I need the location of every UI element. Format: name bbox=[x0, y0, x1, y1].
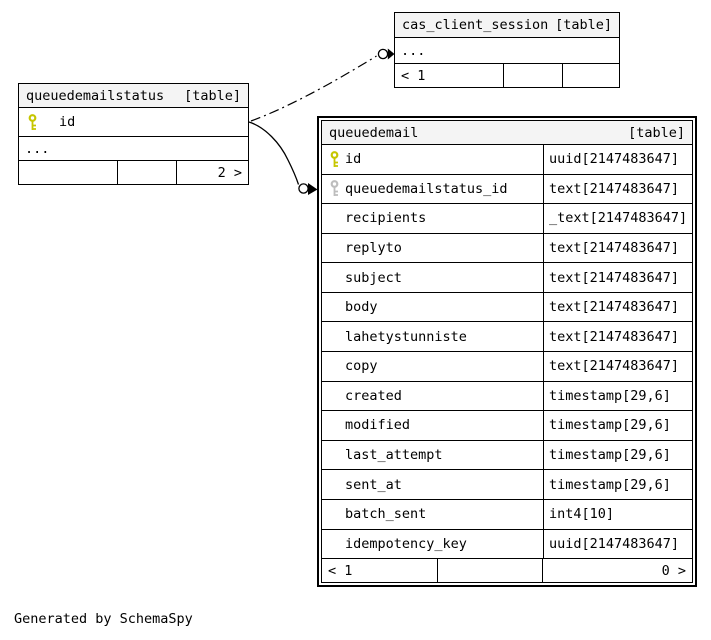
column-name-cell: subject bbox=[322, 263, 544, 292]
table-name: queuedemail bbox=[329, 124, 419, 141]
column-type: timestamp[29,6] bbox=[549, 476, 671, 493]
primary-key-icon bbox=[28, 113, 50, 131]
column-name-cell: queuedemailstatus_id bbox=[322, 174, 544, 204]
table-row[interactable]: sent_at timestamp[29,6] bbox=[322, 470, 692, 500]
column-type: text[2147483647] bbox=[549, 269, 680, 286]
column-type: timestamp[29,6] bbox=[549, 387, 671, 404]
column-type: _text[2147483647] bbox=[549, 210, 688, 227]
column-name-cell: replyto bbox=[322, 233, 544, 263]
table-row[interactable]: copy text[2147483647] bbox=[322, 352, 692, 382]
table-header[interactable]: cas_client_session [table] bbox=[395, 13, 619, 38]
table-header[interactable]: queuedemailstatus [table] bbox=[19, 84, 248, 108]
column-name: queuedemailstatus_id bbox=[345, 180, 508, 197]
ellipsis-label: ... bbox=[401, 42, 426, 59]
table-cas-client-session[interactable]: cas_client_session [table] ... < 1 bbox=[394, 12, 620, 88]
column-name: body bbox=[345, 299, 378, 316]
connector-implied-dashdot bbox=[250, 55, 377, 122]
column-type: timestamp[29,6] bbox=[549, 417, 671, 434]
column-name: id bbox=[59, 114, 76, 130]
footer-parents-cell bbox=[19, 161, 118, 184]
column-type: uuid[2147483647] bbox=[549, 151, 680, 168]
footer-children-cell: 2 > bbox=[217, 164, 242, 181]
table-row[interactable]: replyto text[2147483647] bbox=[322, 233, 692, 264]
column-type: uuid[2147483647] bbox=[549, 535, 680, 552]
footer-middle-cell bbox=[504, 64, 563, 87]
table-footer: < 1 bbox=[395, 64, 619, 87]
column-name: replyto bbox=[345, 240, 402, 257]
column-type: text[2147483647] bbox=[549, 358, 680, 375]
column-type: text[2147483647] bbox=[549, 240, 680, 257]
table-row[interactable]: lahetystunniste text[2147483647] bbox=[322, 322, 692, 353]
footer-children-cell bbox=[563, 64, 619, 87]
column-name: created bbox=[345, 387, 402, 404]
column-name: last_attempt bbox=[345, 447, 443, 464]
collapsed-columns-row[interactable]: ... bbox=[19, 137, 248, 161]
column-type: int4[10] bbox=[549, 506, 615, 523]
column-name: copy bbox=[345, 358, 378, 375]
column-name: idempotency_key bbox=[345, 535, 467, 552]
connector-zero-circle bbox=[377, 48, 389, 60]
column-name: recipients bbox=[345, 210, 427, 227]
column-name: lahetystunniste bbox=[345, 328, 467, 345]
table-footer: < 1 0 > bbox=[322, 559, 692, 582]
primary-key-icon bbox=[330, 150, 345, 168]
column-name: sent_at bbox=[345, 476, 402, 493]
table-row[interactable]: id bbox=[19, 108, 248, 137]
column-type: text[2147483647] bbox=[549, 299, 680, 316]
footer-parents-cell: < 1 bbox=[395, 64, 504, 87]
column-type: text[2147483647] bbox=[549, 180, 680, 197]
column-name: id bbox=[345, 151, 362, 168]
table-row[interactable]: idempotency_key uuid[2147483647] bbox=[322, 529, 692, 560]
table-row[interactable]: created timestamp[29,6] bbox=[322, 381, 692, 412]
table-badge: [table] bbox=[184, 87, 241, 104]
column-type: timestamp[29,6] bbox=[549, 447, 671, 464]
column-name-cell: copy bbox=[322, 352, 544, 381]
ellipsis-label: ... bbox=[25, 140, 50, 157]
table-row[interactable]: subject text[2147483647] bbox=[322, 263, 692, 293]
table-row[interactable]: body text[2147483647] bbox=[322, 292, 692, 323]
column-name-cell: batch_sent bbox=[322, 499, 544, 529]
table-badge: [table] bbox=[628, 124, 685, 141]
connector-fk-solid bbox=[248, 121, 300, 185]
column-name-cell: lahetystunniste bbox=[322, 322, 544, 352]
footer-middle-cell bbox=[118, 161, 177, 184]
column-name-cell: sent_at bbox=[322, 470, 544, 499]
column-name-cell: last_attempt bbox=[322, 440, 544, 470]
column-name: batch_sent bbox=[345, 506, 427, 523]
table-name: queuedemailstatus bbox=[26, 87, 165, 104]
collapsed-columns-row[interactable]: ... bbox=[395, 38, 619, 64]
table-badge: [table] bbox=[555, 17, 612, 33]
column-name-cell: idempotency_key bbox=[322, 529, 544, 559]
foreign-key-icon bbox=[330, 180, 345, 197]
table-row[interactable]: id uuid[2147483647] bbox=[322, 145, 692, 175]
column-type: text[2147483647] bbox=[549, 328, 680, 345]
connector-zero-circle bbox=[298, 183, 309, 194]
footer-parents-cell: < 1 bbox=[322, 559, 438, 582]
table-row[interactable]: recipients _text[2147483647] bbox=[322, 204, 692, 234]
footer-middle-cell bbox=[438, 559, 543, 582]
table-queuedemailstatus[interactable]: queuedemailstatus [table] id ... 2 > bbox=[18, 83, 249, 185]
column-name-cell: recipients bbox=[322, 204, 544, 233]
table-name: cas_client_session bbox=[402, 17, 549, 33]
column-name-cell: id bbox=[322, 145, 544, 174]
table-header[interactable]: queuedemail [table] bbox=[322, 121, 692, 145]
table-row[interactable]: last_attempt timestamp[29,6] bbox=[322, 440, 692, 471]
column-name-cell: modified bbox=[322, 411, 544, 440]
table-row[interactable]: batch_sent int4[10] bbox=[322, 499, 692, 530]
table-queuedemail[interactable]: queuedemail [table] id uuid[2147483647] qu… bbox=[317, 116, 697, 587]
column-name-cell: body bbox=[322, 292, 544, 322]
column-name: modified bbox=[345, 417, 411, 434]
column-name: subject bbox=[345, 269, 402, 286]
column-name-cell: created bbox=[322, 381, 544, 411]
table-row[interactable]: queuedemailstatus_id text[2147483647] bbox=[322, 174, 692, 205]
table-queuedemail-inner: queuedemail [table] id uuid[2147483647] qu… bbox=[321, 120, 693, 583]
footer-children-cell: 0 > bbox=[661, 562, 686, 579]
table-row[interactable]: modified timestamp[29,6] bbox=[322, 411, 692, 441]
generated-by-credit: Generated by SchemaSpy bbox=[14, 611, 193, 627]
table-footer: 2 > bbox=[19, 161, 248, 184]
